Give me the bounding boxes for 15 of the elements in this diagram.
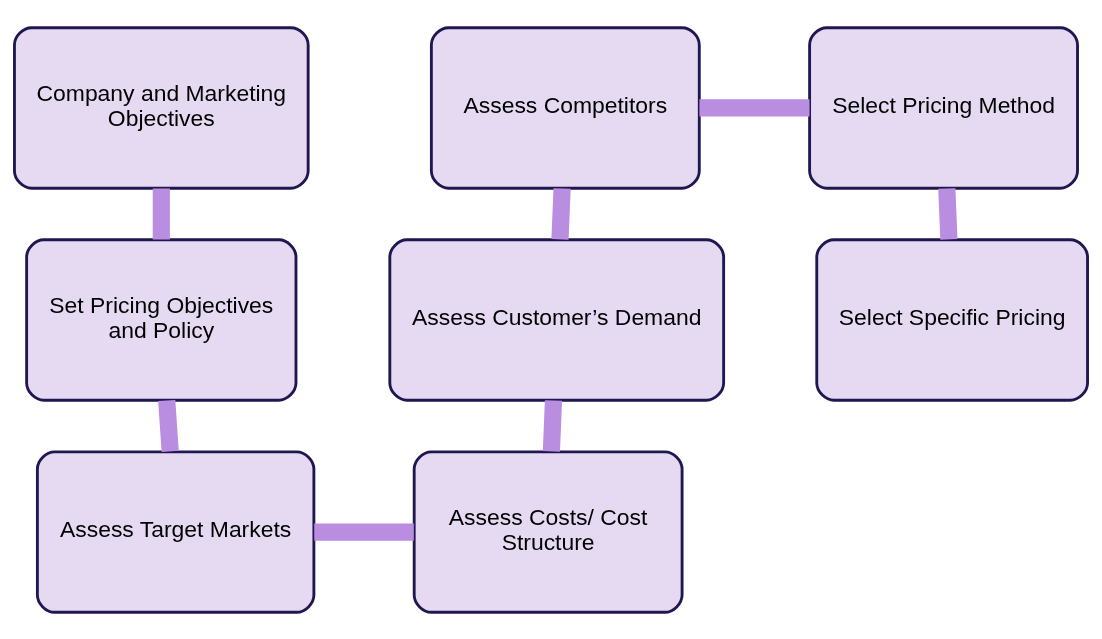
node-box: Assess Competitors [429, 25, 701, 190]
node-box: Set Pricing Objectives and Policy [25, 237, 298, 402]
node-box: Select Pricing Method [808, 25, 1079, 190]
node-box: Assess Target Markets [35, 449, 316, 614]
connector [314, 522, 414, 541]
connector [699, 98, 810, 117]
connector [158, 399, 179, 452]
connector [551, 187, 571, 240]
connector [542, 399, 563, 452]
node-box: Select Specific Pricing [815, 237, 1089, 402]
node-box: Company and Marketing Objectives [13, 25, 310, 190]
connector [938, 187, 958, 240]
node-box: Assess Customer’s Demand [388, 237, 726, 402]
connector [152, 188, 170, 239]
node-box: Assess Costs/ Cost Structure [412, 449, 684, 614]
